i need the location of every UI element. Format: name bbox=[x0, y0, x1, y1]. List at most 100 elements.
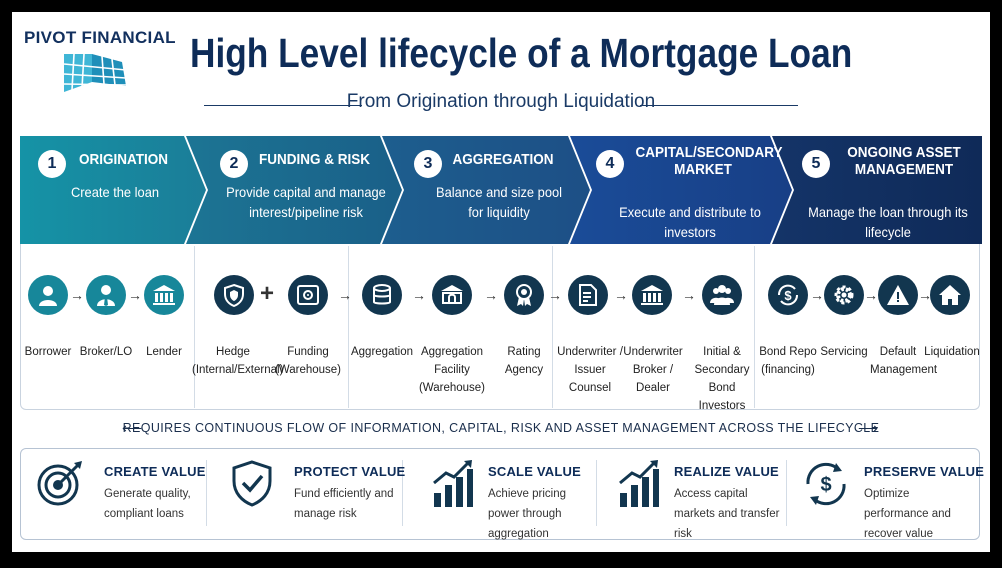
divider bbox=[194, 246, 195, 408]
node-label: Servicing bbox=[820, 346, 868, 358]
bank-icon bbox=[144, 275, 184, 315]
stage-4-banner bbox=[570, 136, 792, 244]
node-label: Borrower bbox=[24, 346, 72, 358]
node-label: Funding (Warehouse) bbox=[274, 346, 342, 376]
value-description: Optimize performance and recover value bbox=[864, 488, 951, 540]
arrow-right-icon: → bbox=[338, 287, 352, 303]
page-title: High Level lifecycle of a Mortgage Loan bbox=[190, 30, 853, 76]
svg-text:$: $ bbox=[820, 474, 831, 496]
subtitle: From Origination through Liquidation bbox=[346, 91, 656, 112]
stage-origination: 1 ORIGINATION Create the loan bbox=[20, 136, 190, 244]
value-description: Generate quality, compliant loans bbox=[104, 488, 191, 520]
node-label: Liquidation bbox=[924, 346, 980, 358]
divider bbox=[402, 460, 403, 526]
stage-title: AGGREGATION bbox=[452, 151, 554, 168]
stage-funding-risk: 2 FUNDING & RISK Provide capital and man… bbox=[208, 136, 396, 244]
divider bbox=[786, 460, 787, 526]
node-label: Underwriter Broker / Dealer bbox=[623, 346, 683, 394]
value-title: REALIZE VALUE bbox=[674, 464, 779, 479]
stage-number: 3 bbox=[414, 150, 442, 178]
infographic-canvas: PIVOT FINANCIAL High Level lifecycle of … bbox=[12, 12, 990, 552]
divider bbox=[206, 460, 207, 526]
node-label: Rating Agency bbox=[504, 346, 544, 376]
arrow-right-icon: → bbox=[412, 287, 426, 303]
arrow-right-icon: → bbox=[810, 287, 824, 303]
arrow-right-icon: → bbox=[70, 287, 84, 303]
safe-icon bbox=[288, 275, 328, 315]
arrow-left-icon: ⟵ bbox=[122, 420, 143, 436]
vault-icon bbox=[432, 275, 472, 315]
stage-ongoing-asset-management: 5 ONGOING ASSET MANAGEMENT Manage the lo… bbox=[794, 136, 982, 244]
arrow-right-icon: → bbox=[484, 287, 498, 303]
alert-icon bbox=[878, 275, 918, 315]
document-icon bbox=[568, 275, 608, 315]
stage-description: Create the loan bbox=[70, 184, 160, 200]
participants-panel bbox=[20, 244, 980, 410]
value-title: PROTECT VALUE bbox=[294, 464, 406, 479]
broker-icon bbox=[86, 275, 126, 315]
arrow-right-icon: → bbox=[864, 287, 878, 303]
shield-icon bbox=[214, 275, 254, 315]
dollar-cycle-icon: $ bbox=[768, 275, 808, 315]
growth-chart-icon bbox=[433, 460, 473, 507]
growth-chart-icon bbox=[619, 460, 659, 507]
award-icon bbox=[504, 275, 544, 315]
stage-description: Execute and distribute to investors bbox=[619, 204, 761, 240]
arrow-right-icon: → bbox=[548, 287, 562, 303]
node-label: Bond Repo (financing) bbox=[759, 346, 817, 376]
shield-check-icon bbox=[232, 460, 272, 507]
divider bbox=[754, 246, 755, 408]
pivot-logo-icon bbox=[63, 53, 127, 92]
arrow-right-icon: → bbox=[614, 287, 628, 303]
value-title: SCALE VALUE bbox=[488, 464, 581, 479]
stage-title: ORIGINATION bbox=[79, 151, 169, 168]
stage-description: Balance and size pool for liquidity bbox=[435, 184, 563, 220]
node-label: Initial & Secondary Bond Investors bbox=[694, 346, 750, 412]
group-icon bbox=[702, 275, 742, 315]
gear-icon bbox=[824, 275, 864, 315]
stage-1-banner bbox=[20, 136, 206, 244]
subtitle-rule-left bbox=[204, 105, 362, 106]
divider bbox=[552, 246, 553, 408]
house-icon bbox=[930, 275, 970, 315]
database-icon bbox=[362, 275, 402, 315]
brand-name: PIVOT FINANCIAL bbox=[24, 28, 176, 47]
arrow-right-icon: → bbox=[918, 287, 932, 303]
divider bbox=[348, 246, 349, 408]
value-description: Fund efficiently and manage risk bbox=[294, 488, 394, 520]
person-icon bbox=[28, 275, 68, 315]
stage-title: CAPITAL/SECONDARY MARKET bbox=[635, 144, 783, 178]
value-panel bbox=[20, 448, 980, 540]
flow-statement: REQUIRES CONTINUOUS FLOW OF INFORMATION,… bbox=[122, 421, 880, 435]
stage-number: 1 bbox=[38, 150, 66, 178]
stage-number: 2 bbox=[220, 150, 248, 178]
stage-description: Manage the loan through its lifecycle bbox=[808, 204, 968, 240]
value-title: PRESERVE VALUE bbox=[864, 464, 985, 479]
stage-title: FUNDING & RISK bbox=[259, 151, 371, 168]
node-label: Lender bbox=[146, 346, 182, 358]
plus-sign: + bbox=[260, 280, 275, 307]
stage-capital-secondary-market: 4 CAPITAL/SECONDARY MARKET Execute and d… bbox=[592, 136, 784, 244]
stage-number: 4 bbox=[596, 150, 624, 178]
node-label: Aggregation Facility (Warehouse) bbox=[418, 346, 486, 394]
stage-title: ONGOING ASSET MANAGEMENT bbox=[847, 144, 961, 178]
bank-icon bbox=[632, 275, 672, 315]
stage-number: 5 bbox=[802, 150, 830, 178]
value-description: Access capital markets and transfer risk bbox=[674, 488, 780, 540]
stage-aggregation: 3 AGGREGATION Balance and size pool for … bbox=[404, 136, 580, 244]
divider bbox=[596, 460, 597, 526]
value-description: Achieve pricing power through aggregatio… bbox=[488, 488, 566, 540]
node-label: Default Management bbox=[870, 346, 938, 376]
arrow-right-icon: → bbox=[128, 287, 142, 303]
subtitle-rule-right bbox=[640, 105, 798, 106]
node-label: Underwriter / Issuer Counsel bbox=[557, 346, 623, 394]
node-label: Broker/LO bbox=[79, 346, 133, 358]
node-label: Hedge (Internal/External) bbox=[192, 346, 284, 376]
target-icon bbox=[37, 461, 82, 506]
dollar-cycle-icon: $ bbox=[806, 462, 846, 506]
arrow-right-icon: → bbox=[682, 287, 696, 303]
stage-description: Provide capital and manage interest/pipe… bbox=[226, 184, 386, 220]
node-label: Aggregation bbox=[350, 346, 414, 358]
arrow-right-icon: ⟶ bbox=[858, 420, 879, 436]
svg-text:$: $ bbox=[784, 288, 792, 303]
